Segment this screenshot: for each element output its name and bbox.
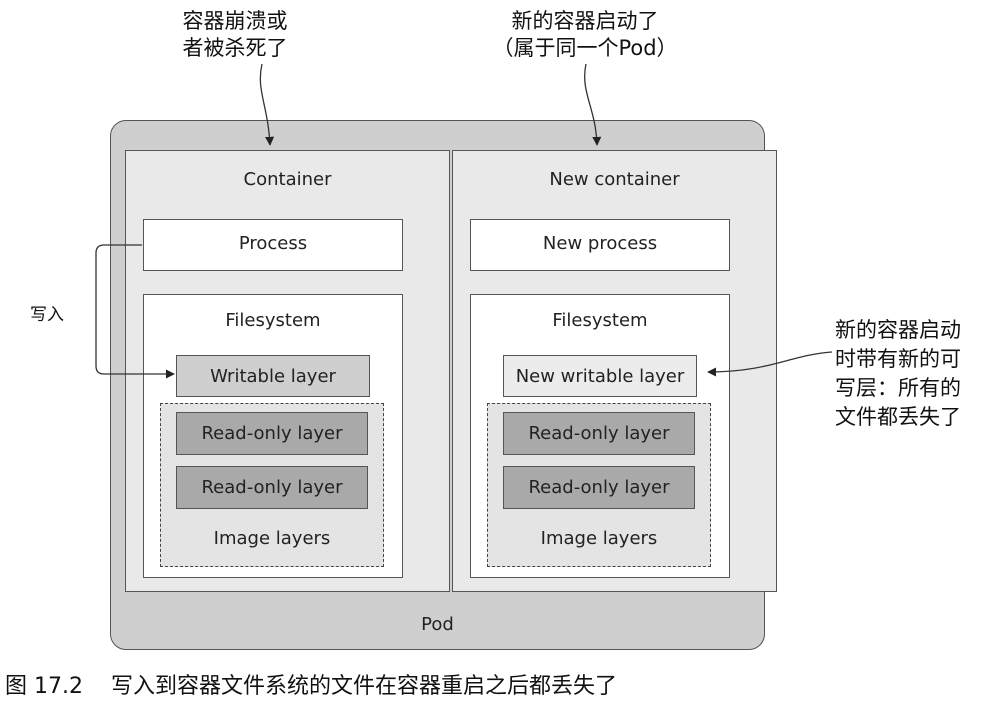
new-layer-annotation-line3: 写层：所有的 [835,376,961,400]
left-process-label: Process [238,233,308,254]
write-annotation: 写入 [30,305,64,325]
left-readonly-layer-2: Read-only layer [176,466,368,509]
left-process-box: Process [143,219,403,271]
figure-caption-text: 写入到容器文件系统的文件在容器重启之后都丢失了 [110,674,617,699]
right-container-title: New container [549,169,680,190]
right-filesystem-box: Filesystem New writable layer Read-only … [470,294,730,578]
right-container-box: New container New process Filesystem New… [452,150,777,592]
left-readonly-layer-1: Read-only layer [176,412,368,455]
new-container-annotation-line2: （属于同一个Pod） [492,36,678,60]
left-image-layers-group: Read-only layer Read-only layer Image la… [160,403,384,567]
right-writable-layer: New writable layer [503,355,697,397]
right-process-label: New process [542,233,658,254]
left-filesystem-label: Filesystem [225,310,321,331]
new-layer-annotation: 新的容器启动 时带有新的可 写层：所有的 文件都丢失了 [835,316,995,432]
new-layer-annotation-line1: 新的容器启动 [835,318,961,342]
left-container-title: Container [243,169,332,190]
right-readonly-layer-2: Read-only layer [503,466,695,509]
new-container-annotation-line1: 新的容器启动了 [511,9,659,33]
pod-label: Pod [421,614,454,635]
left-container-box: Container Process Filesystem Writable la… [125,150,450,592]
right-image-layers-group: Read-only layer Read-only layer Image la… [487,403,711,567]
right-readonly-layer-1: Read-only layer [503,412,695,455]
new-layer-annotation-line2: 时带有新的可 [835,347,961,371]
figure-caption: 图 17.2 写入到容器文件系统的文件在容器重启之后都丢失了 [5,668,617,700]
right-filesystem-label: Filesystem [552,310,648,331]
right-process-box: New process [470,219,730,271]
left-writable-layer: Writable layer [176,355,370,397]
right-image-layers-label: Image layers [540,528,658,549]
new-layer-annotation-line4: 文件都丢失了 [835,405,961,429]
new-container-annotation: 新的容器启动了 （属于同一个Pod） [455,8,715,62]
figure-number: 图 17.2 [5,674,83,699]
crash-annotation-line1: 容器崩溃或 [182,9,288,33]
left-filesystem-box: Filesystem Writable layer Read-only laye… [143,294,403,578]
crash-annotation: 容器崩溃或 者被杀死了 [150,8,320,62]
crash-annotation-line2: 者被杀死了 [182,36,288,60]
left-image-layers-label: Image layers [213,528,331,549]
